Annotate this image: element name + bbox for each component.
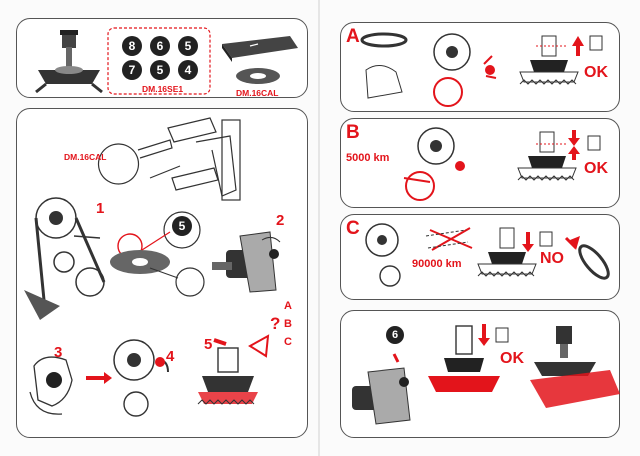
sensor-number-4: 7 — [128, 63, 136, 77]
gauge-diagram-c — [477, 227, 553, 277]
section-b-letter: B — [346, 122, 360, 143]
gauge-diagram-b — [517, 130, 601, 181]
hand-with-sensor — [29, 356, 73, 415]
page-fold — [318, 0, 320, 456]
sensor-number-1: 8 — [128, 39, 136, 53]
step-4-number: 4 — [166, 348, 175, 365]
bolt-cap: 5 — [172, 216, 192, 236]
arrow-head-icon — [104, 372, 112, 384]
calibration-plate-icon — [222, 36, 298, 84]
question-mark: ? — [270, 314, 281, 333]
section-c-no: NO — [540, 250, 564, 267]
sensor-plate-callout — [110, 211, 205, 297]
sensor-cap-5: 5 — [150, 60, 170, 80]
sensor-cap-4: 7 — [122, 60, 142, 80]
sensor-cap-1: 8 — [122, 36, 142, 56]
engine-with-sensor — [113, 339, 169, 417]
engine-pulleys-c — [365, 223, 473, 287]
sensor-number-6: 4 — [184, 63, 192, 77]
cal-tool-label: DM.16CAL — [64, 152, 107, 162]
option-b: B — [284, 318, 292, 330]
sensor-cap-6: 4 — [178, 60, 198, 80]
engine-belt-drawing — [24, 197, 143, 320]
replace-belt-icon — [564, 236, 610, 280]
sensor-number-2: 6 — [156, 39, 164, 53]
bolt-and-sensor-d — [352, 353, 411, 425]
step-3-number: 3 — [54, 344, 63, 361]
sensor-cap-3: 5 — [178, 36, 198, 56]
bolt-number: 5 — [178, 219, 186, 233]
section-d-ok: OK — [500, 350, 524, 367]
tool-on-plate-d — [530, 326, 620, 408]
sensor-number-5: 5 — [156, 63, 164, 77]
sensor-number-d: 6 — [391, 329, 399, 341]
gauge-press-diagram — [197, 334, 270, 405]
gauge-diagram-a — [519, 35, 603, 85]
section-a-ok: OK — [584, 64, 608, 81]
gauge-diagram-d — [428, 324, 509, 392]
section-c-km: 90000 km — [412, 258, 462, 270]
sensor-cap-d: 6 — [386, 326, 404, 344]
option-a: A — [284, 300, 292, 312]
calibration-tool-diagram — [97, 117, 241, 201]
engine-pulleys-a — [365, 33, 497, 107]
sensor-bolt-assembly — [212, 231, 281, 293]
engine-pulleys-b — [403, 127, 465, 201]
belt-icon — [360, 32, 408, 48]
cal-kit-label: DM.16CAL — [236, 88, 279, 98]
sensor-cap-2: 6 — [150, 36, 170, 56]
sensor-number-3: 5 — [184, 39, 192, 53]
step-5-number: 5 — [204, 336, 213, 353]
step-1-number: 1 — [96, 200, 105, 217]
section-b-ok: OK — [584, 160, 608, 177]
setting-tool-icon — [35, 30, 103, 94]
option-c: C — [284, 336, 292, 348]
sensor-kit-box — [107, 27, 211, 95]
sensor-kit-label: DM.16SE1 — [142, 84, 184, 94]
section-a-letter: A — [346, 26, 360, 47]
section-b-km: 5000 km — [346, 152, 390, 164]
step-2-number: 2 — [276, 212, 285, 229]
section-c-letter: C — [346, 218, 360, 239]
